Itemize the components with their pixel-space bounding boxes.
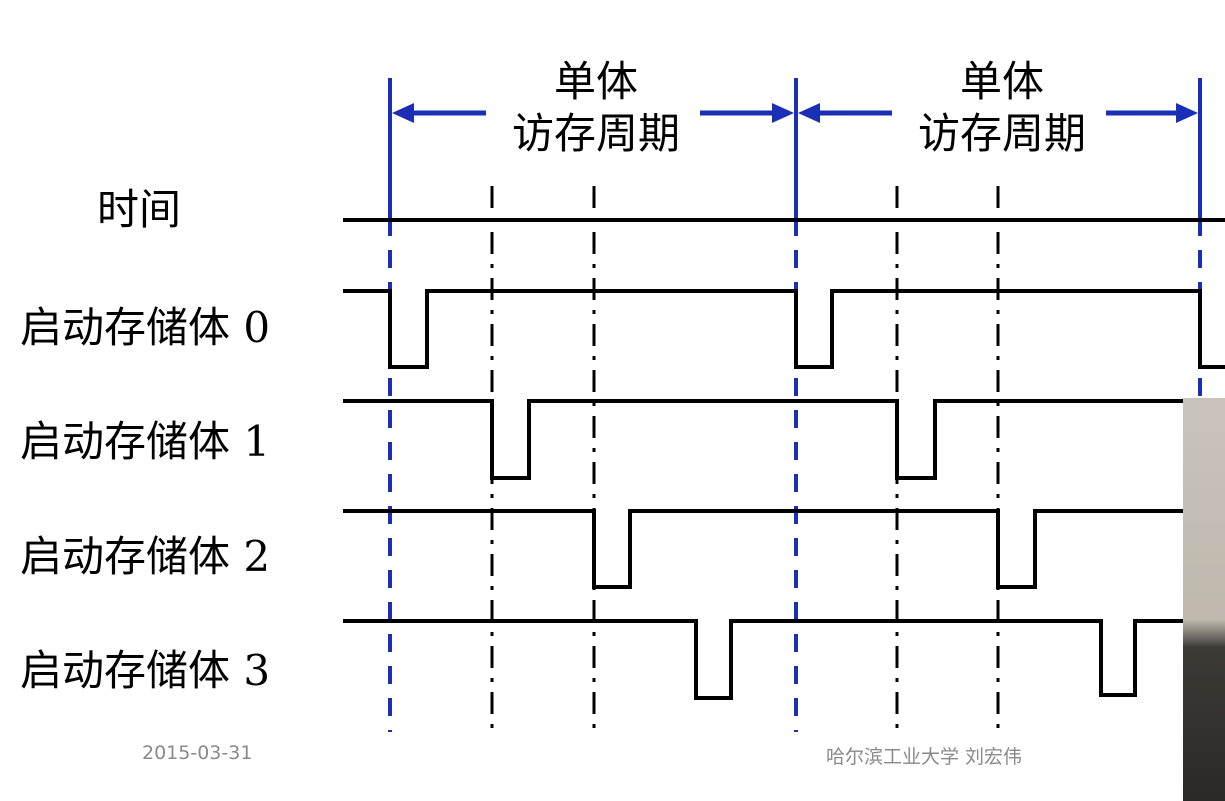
period-label-2: 单体 访存周期 (902, 56, 1102, 160)
presenter-video-overlay (1183, 398, 1225, 801)
footer-date: 2015-03-31 (142, 742, 253, 764)
bank-1-waveform (343, 399, 1185, 480)
period-boundaries (388, 78, 1202, 732)
period-1-arrowhead-right (772, 103, 794, 123)
bank-0-label: 启动存储体 0 (20, 303, 271, 352)
bank-0-waveform (343, 289, 1225, 369)
period-arrows (392, 103, 1198, 123)
period-2-arrowhead-right (1176, 103, 1198, 123)
period-2-arrowhead-left (798, 103, 820, 123)
period-label-1-line2: 访存周期 (511, 109, 680, 158)
sub-dividers (490, 186, 1000, 732)
waveforms (343, 218, 1225, 700)
bank-3-waveform (343, 619, 1185, 700)
bank-2-waveform (343, 509, 1185, 589)
period-label-2-line2: 访存周期 (917, 109, 1086, 158)
bank-1-label: 启动存储体 1 (20, 417, 271, 466)
bank-2-label: 启动存储体 2 (20, 532, 271, 581)
period-1-arrowhead-left (392, 103, 414, 123)
period-label-1: 单体 访存周期 (496, 56, 696, 160)
period-label-2-line1: 单体 (959, 57, 1044, 106)
footer-author: 哈尔滨工业大学 刘宏伟 (826, 746, 1023, 768)
period-label-1-line1: 单体 (553, 57, 638, 106)
time-label: 时间 (97, 185, 182, 234)
bank-3-label: 启动存储体 3 (20, 646, 271, 695)
